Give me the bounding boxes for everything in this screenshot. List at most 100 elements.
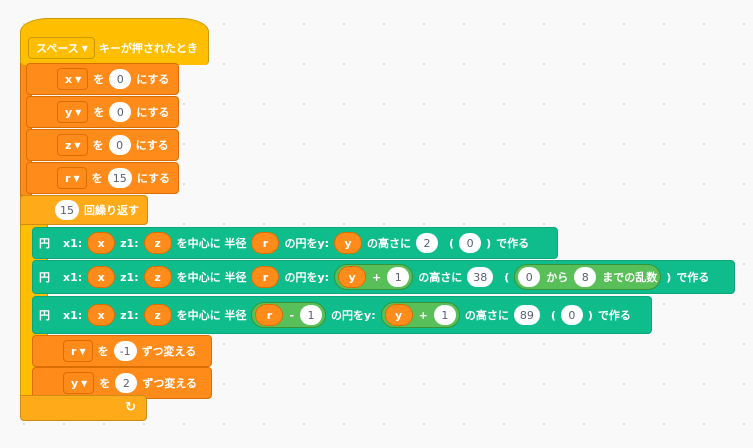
set-variable-block[interactable]: z ▼ を 0 にする [26,129,179,161]
circle-label: 円 [39,309,50,322]
circle-y-label: の円をy: [284,271,330,284]
subtract-operator-reporter[interactable]: r - 1 [251,302,327,328]
value-input[interactable]: 0 [109,102,132,122]
chevron-down-icon: ▼ [74,140,81,150]
plus-sign: + [372,270,382,284]
variable-dropdown[interactable]: y ▼ [63,372,95,394]
repeat-count-input[interactable]: 15 [55,200,79,220]
set-to-label: を [92,139,104,152]
set-variable-block[interactable]: r ▼ を 15 にする [26,162,179,194]
random-operator-reporter[interactable]: 0 から 8 までの乱数 [514,264,662,290]
center-radius-label: を中心に 半径 [176,309,247,322]
variable-reporter-r[interactable]: r [255,304,284,326]
random-to-input[interactable]: 8 [574,267,597,287]
when-key-pressed-hat-block[interactable]: スペース ▼ キーが押されたとき [20,18,209,65]
paren-open: ( [449,236,455,250]
repeat-block[interactable]: 15 回繰り返す [20,195,148,225]
value-input[interactable]: 15 [107,168,132,188]
variable-name: y [71,376,79,390]
value-input[interactable]: 0 [109,69,132,89]
set-suffix-label: にする [135,139,169,152]
variable-name: z [65,138,72,152]
addend-input[interactable]: 1 [433,305,456,325]
loop-arrow-icon: ↻ [125,400,136,415]
chevron-down-icon: ▼ [75,74,82,84]
chevron-down-icon: ▼ [81,43,88,53]
change-variable-block[interactable]: r ▼ を -1 ずつ変える [32,335,212,367]
variable-dropdown[interactable]: r ▼ [57,167,87,189]
plus-sign: + [418,308,428,322]
variable-reporter-y[interactable]: y [384,304,413,326]
height-input[interactable]: 38 [467,267,494,287]
subtrahend-input[interactable]: 1 [300,305,323,325]
change-by-label: を [99,377,111,390]
variable-reporter-z[interactable]: z [143,232,172,254]
key-dropdown[interactable]: スペース ▼ [28,37,95,59]
variable-reporter-x[interactable]: x [87,304,116,326]
change-value-input[interactable]: 2 [115,373,138,393]
height-input[interactable]: 89 [513,305,540,325]
random-from-label: から [546,271,569,284]
set-to-label: を [93,106,105,119]
make-label: で作る [597,309,631,322]
set-variable-block[interactable]: x ▼ を 0 にする [26,63,179,95]
circle-label: 円 [39,271,50,284]
chevron-down-icon: ▼ [75,107,82,117]
key-dropdown-value: スペース [36,42,79,55]
z1-label: z1: [120,236,139,250]
depth-input[interactable]: 0 [459,233,482,253]
height-label: の高さに [464,309,509,322]
variable-reporter-z[interactable]: z [143,304,172,326]
variable-dropdown[interactable]: x ▼ [57,68,89,90]
set-suffix-label: にする [136,73,170,86]
repeat-block-footer[interactable]: ↻ [20,395,147,421]
circle-block[interactable]: 円 x1: x z1: z を中心に 半径 r の円をy: y の高さに 2 (… [32,227,558,259]
variable-dropdown[interactable]: z ▼ [57,134,88,156]
circle-block[interactable]: 円 x1: x z1: z を中心に 半径 r - 1 の円をy: y + 1 … [32,296,652,334]
variable-reporter-y[interactable]: y [334,232,363,254]
variable-reporter-x[interactable]: x [87,266,116,288]
set-variable-block[interactable]: y ▼ を 0 にする [26,96,179,128]
value-input[interactable]: 0 [108,135,131,155]
variable-reporter-r[interactable]: r [251,232,280,254]
chevron-down-icon: ▼ [79,346,86,356]
random-from-input[interactable]: 0 [518,267,541,287]
variable-dropdown[interactable]: r ▼ [63,340,93,362]
paren-close: ) [666,270,672,284]
height-input[interactable]: 2 [416,233,439,253]
variable-reporter-y[interactable]: y [338,266,367,288]
height-label: の高さに [418,271,463,284]
circle-block[interactable]: 円 x1: x z1: z を中心に 半径 r の円をy: y + 1 の高さに… [32,260,735,294]
z1-label: z1: [120,270,139,284]
paren-close: ) [587,308,593,322]
set-suffix-label: にする [136,106,170,119]
variable-reporter-r[interactable]: r [251,266,280,288]
chevron-down-icon: ▼ [81,378,88,388]
add-operator-reporter[interactable]: y + 1 [380,302,460,328]
variable-reporter-z[interactable]: z [143,266,172,288]
circle-y-label: の円をy: [284,237,330,250]
chevron-down-icon: ▼ [73,173,80,183]
center-radius-label: を中心に 半径 [176,271,247,284]
variable-name: r [65,171,71,185]
hat-label: キーが押されたとき [98,42,198,55]
set-to-label: を [91,172,103,185]
change-value-input[interactable]: -1 [113,341,137,361]
x1-label: x1: [63,308,83,322]
depth-input[interactable]: 0 [560,305,583,325]
paren-close: ) [486,236,492,250]
add-operator-reporter[interactable]: y + 1 [334,264,414,290]
make-label: で作る [676,271,710,284]
x1-label: x1: [63,270,83,284]
minus-sign: - [289,308,295,322]
x1-label: x1: [63,236,83,250]
circle-label: 円 [39,237,50,250]
variable-name: r [71,344,77,358]
paren-open: ( [550,308,556,322]
variable-reporter-x[interactable]: x [87,232,116,254]
change-by-label: を [97,345,109,358]
addend-input[interactable]: 1 [387,267,410,287]
variable-dropdown[interactable]: y ▼ [57,101,89,123]
circle-y-label: の円をy: [331,309,376,322]
